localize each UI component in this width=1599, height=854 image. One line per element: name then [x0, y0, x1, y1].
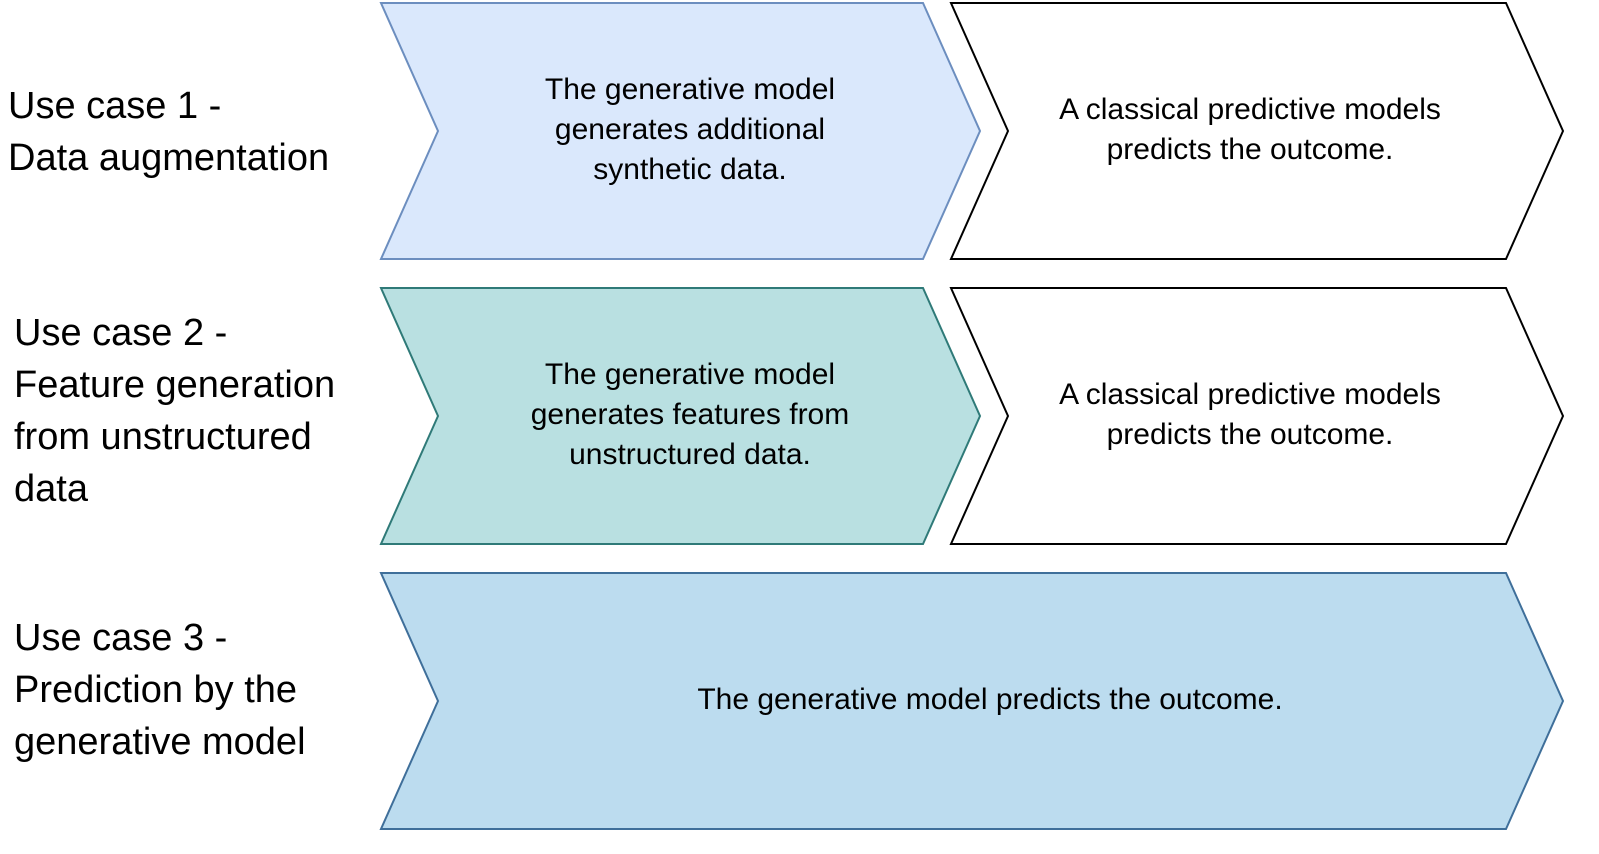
- step-text-line: unstructured data.: [569, 438, 811, 471]
- step-text-line: generates additional: [554, 113, 826, 146]
- use-case-1-label-line: Data augmentation: [8, 137, 330, 179]
- use-case-3-generative-step-arrow: [379, 572, 1565, 830]
- use-case-2-label-line: Feature generation: [14, 364, 336, 406]
- step-text-line: generates features from: [530, 398, 850, 431]
- use-case-3-label: Use case 3 - Prediction by the generativ…: [14, 612, 306, 768]
- use-case-2-generative-step-arrow: [379, 287, 982, 545]
- step-text-line: The generative model predicts the outcom…: [697, 683, 1283, 716]
- use-case-1-predictive-step-text: A classical predictive models predicts t…: [990, 90, 1510, 170]
- step-text-line: synthetic data.: [593, 153, 787, 186]
- step-text-line: A classical predictive models: [1059, 378, 1441, 411]
- use-case-1-label: Use case 1 - Data augmentation: [8, 80, 329, 184]
- use-case-2-label-line: from unstructured: [14, 416, 312, 458]
- use-case-3-label-line: generative model: [14, 721, 306, 763]
- use-case-1-generative-step-arrow: [379, 2, 982, 260]
- use-case-2-label-line: data: [14, 468, 88, 510]
- use-case-1-generative-step-text: The generative model generates additiona…: [440, 70, 940, 190]
- use-case-2-predictive-step-text: A classical predictive models predicts t…: [990, 375, 1510, 455]
- use-case-3-label-line: Use case 3 -: [14, 617, 228, 659]
- use-case-3-generative-step-text: The generative model predicts the outcom…: [440, 680, 1540, 720]
- step-text-line: The generative model: [544, 358, 836, 391]
- use-case-3-label-line: Prediction by the: [14, 669, 298, 711]
- use-case-2-label: Use case 2 - Feature generation from uns…: [14, 307, 335, 515]
- step-text-line: predicts the outcome.: [1106, 133, 1394, 166]
- step-text-line: The generative model: [544, 73, 836, 106]
- use-case-2-generative-step-text: The generative model generates features …: [440, 355, 940, 475]
- use-case-2-label-line: Use case 2 -: [14, 312, 228, 354]
- use-case-1-label-line: Use case 1 -: [8, 85, 222, 127]
- use-case-2-predictive-step-arrow: [949, 287, 1565, 545]
- step-text-line: A classical predictive models: [1059, 93, 1441, 126]
- use-case-1-predictive-step-arrow: [949, 2, 1565, 260]
- step-text-line: predicts the outcome.: [1106, 418, 1394, 451]
